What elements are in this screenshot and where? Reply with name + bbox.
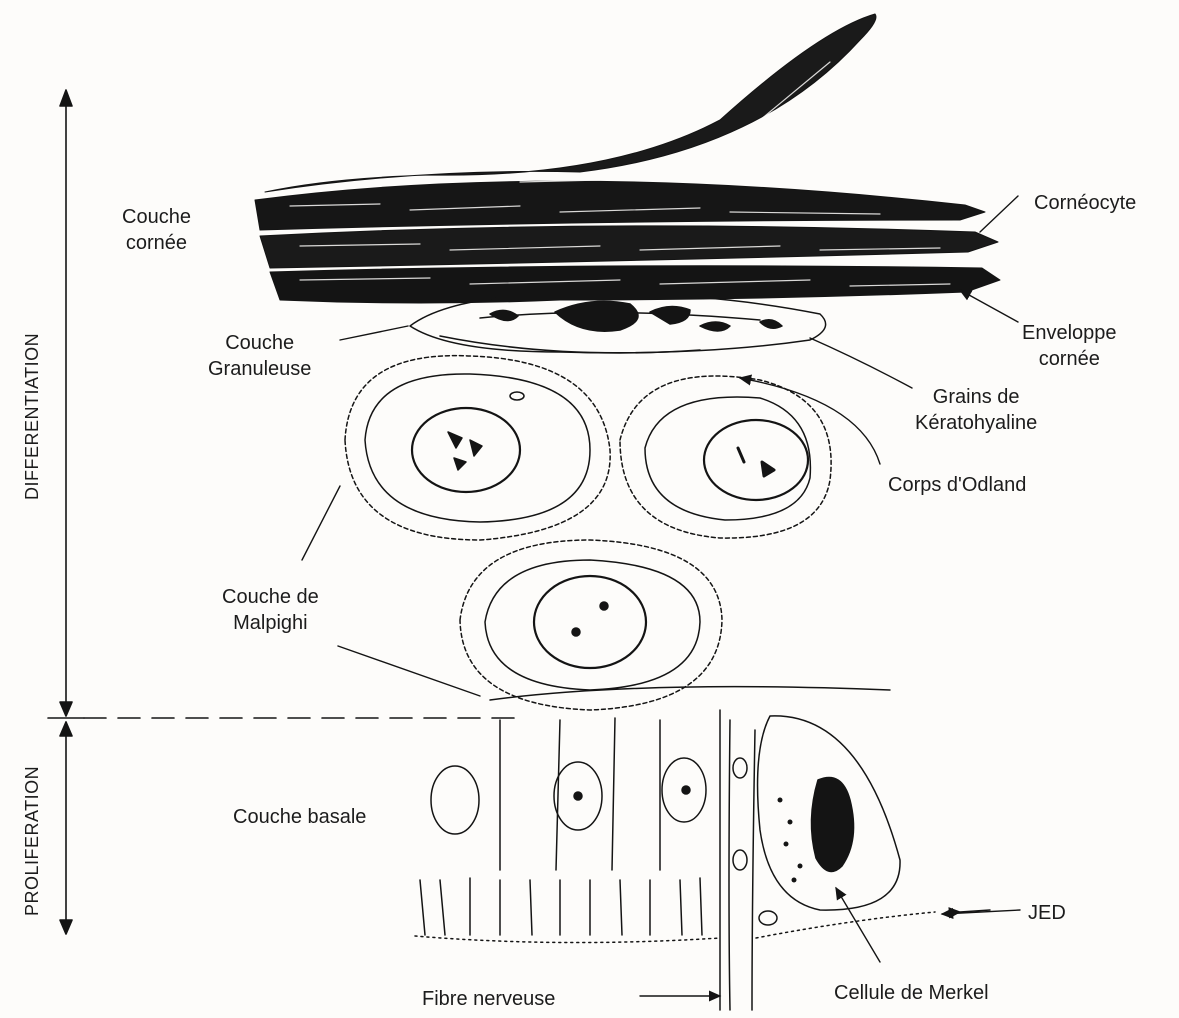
label-corneocyte: Cornéocyte: [1034, 190, 1136, 216]
label-couche-cornee: Couche cornée: [122, 204, 191, 256]
label-jed: JED: [1028, 900, 1066, 926]
basal-layer: [415, 687, 935, 1010]
stratum-corneum-layers: [255, 14, 1000, 303]
label-grains-keratohyaline: Grains de Kératohyaline: [915, 384, 1037, 436]
axis-differentiation: DIFFERENTIATION: [22, 333, 43, 500]
label-enveloppe-cornee: Enveloppe cornée: [1022, 320, 1117, 372]
axis-proliferation: PROLIFERATION: [22, 766, 43, 916]
label-cellule-merkel: Cellule de Merkel: [834, 980, 989, 1006]
label-corps-odland: Corps d'Odland: [888, 472, 1026, 498]
spinous-cells: [345, 356, 831, 710]
label-couche-malpighi: Couche de Malpighi: [222, 584, 319, 636]
granular-layer: [410, 293, 826, 400]
label-fibre-nerveuse: Fibre nerveuse: [422, 986, 555, 1012]
label-couche-granuleuse: Couche Granuleuse: [208, 330, 311, 382]
label-couche-basale: Couche basale: [233, 804, 366, 830]
